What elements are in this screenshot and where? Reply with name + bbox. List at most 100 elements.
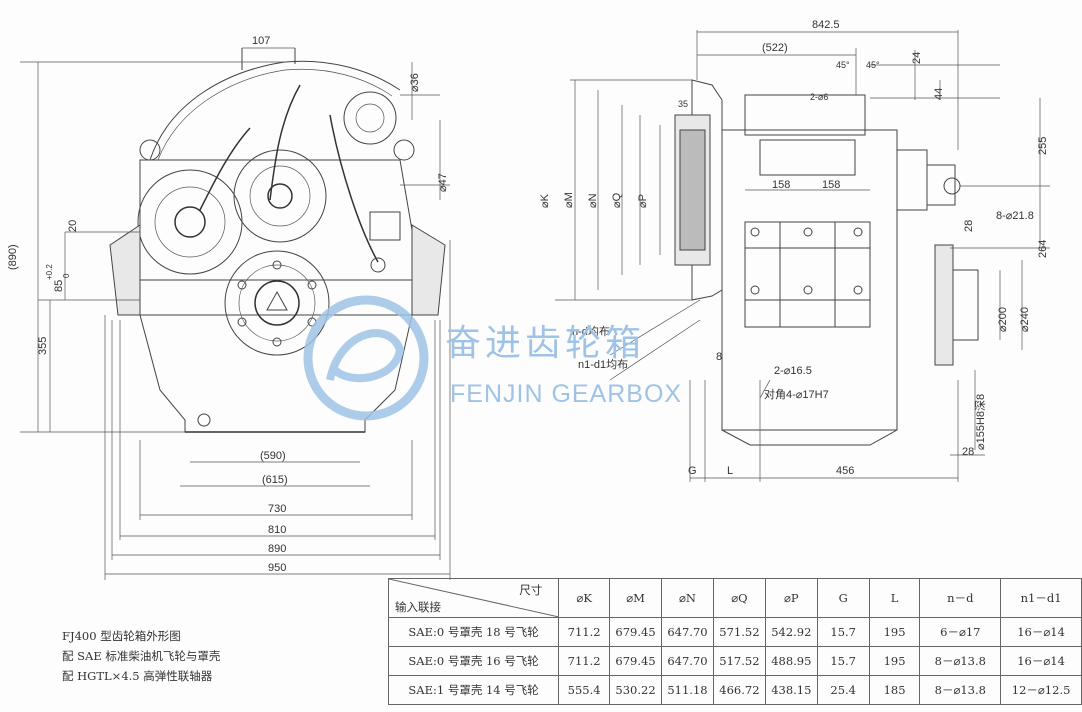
column-header: ⌀K <box>558 578 611 618</box>
dim-holes-2: 2-⌀16.5 <box>774 365 812 377</box>
dim-dia-200: ⌀200 <box>997 307 1009 332</box>
watermark: 奋进齿轮箱 FENJIN GEARBOX <box>303 295 682 421</box>
label-K: ⌀K <box>539 193 551 208</box>
column-header: ⌀P <box>764 578 818 618</box>
dim-angle-1: 45° <box>836 60 850 70</box>
caption-line-1: FJ400 型齿轮箱外形图 <box>62 629 181 643</box>
dim-8: 8 <box>716 351 722 363</box>
label-N: ⌀N <box>587 193 599 208</box>
table-cell: 195 <box>868 646 921 676</box>
table-cell: 6－⌀17 <box>919 617 1002 647</box>
row-label: SAE:1 号罩壳 14 号飞轮 <box>387 675 560 705</box>
dim-158-a: 158 <box>772 179 790 191</box>
table-cell: 555.4 <box>558 675 611 705</box>
dim-offset: 20 <box>67 220 79 232</box>
watermark-logo <box>303 295 429 421</box>
row-label: SAE:0 号罩壳 18 号飞轮 <box>387 617 560 647</box>
column-header: G <box>816 578 870 618</box>
dim-length-ref: (522) <box>762 42 788 54</box>
dim-shaft-center-tol-upper: +0.2 <box>45 264 54 280</box>
dim-holes-8: 8-⌀21.8 <box>996 210 1034 222</box>
side-view: 842.5 (522) 45° 45° 2-⌀6 24 44 255 35 15… <box>539 19 1050 482</box>
table-cell: 185 <box>868 675 921 705</box>
table-row: SAE:0 号罩壳 16 号飞轮 711.2 679.45 647.70 517… <box>387 646 1082 676</box>
label-Q: ⌀Q <box>611 192 623 208</box>
dim-24: 24 <box>911 52 923 64</box>
table-cell: 16－⌀14 <box>1000 646 1082 676</box>
watermark-brand-en: FENJIN GEARBOX <box>450 380 682 408</box>
table-cell: 438.15 <box>764 675 818 705</box>
table-cell: 8－⌀13.8 <box>919 675 1002 705</box>
table-cell: 8－⌀13.8 <box>919 646 1002 676</box>
table-cell: 517.52 <box>712 646 766 676</box>
table-cell: 488.95 <box>764 646 818 676</box>
table-cell: 647.70 <box>661 646 714 676</box>
drawing-caption: FJ400 型齿轮箱外形图 配 SAE 标准柴油机飞轮与罩壳 配 HGTL×4.… <box>62 626 220 686</box>
table-row: SAE:1 号罩壳 14 号飞轮 555.4 530.22 511.18 466… <box>387 675 1082 705</box>
table-cell: 647.70 <box>661 617 714 647</box>
header-diag-top: 尺寸 <box>519 583 543 597</box>
table-cell: 16－⌀14 <box>1000 617 1082 647</box>
caption-line-2: 配 SAE 标准柴油机飞轮与罩壳 <box>62 649 221 663</box>
column-header: ⌀M <box>609 578 663 618</box>
label-P: ⌀P <box>637 194 649 208</box>
table-cell: 542.92 <box>764 617 818 647</box>
caption-line-3: 配 HGTL×4.5 高弹性联轴器 <box>62 669 213 683</box>
table-cell: 571.52 <box>712 617 766 647</box>
dim-28-bottom: 28 <box>962 446 974 458</box>
dim-255: 255 <box>1037 137 1049 155</box>
dim-shaft-dia: ⌀36 <box>409 73 421 92</box>
dim-width-615: (615) <box>262 474 288 486</box>
table-cell: 711.2 <box>558 617 611 647</box>
table-cell: 466.72 <box>712 675 766 705</box>
column-header: L <box>868 578 921 618</box>
table-cell: 195 <box>868 617 921 647</box>
column-header: ⌀Q <box>712 578 766 618</box>
dim-angle-2: 45° <box>866 60 880 70</box>
dim-overall-length: 842.5 <box>812 19 840 31</box>
dim-G: G <box>688 465 697 477</box>
dim-shaft-center: 85 <box>53 280 65 292</box>
dim-28-top: 28 <box>963 220 975 232</box>
table-cell: 511.18 <box>661 675 714 705</box>
dim-264: 264 <box>1037 240 1049 258</box>
dim-dia-240: ⌀240 <box>1019 307 1031 332</box>
label-M: ⌀M <box>563 192 575 208</box>
column-header: n1－d1 <box>1000 578 1082 618</box>
table-cell: 15.7 <box>816 617 870 647</box>
watermark-brand-cn: 奋进齿轮箱 <box>445 323 645 364</box>
callout-n1d1: n1-d1均布 <box>578 358 628 371</box>
dim-width-950: 950 <box>268 562 286 574</box>
dim-35: 35 <box>678 99 688 109</box>
dim-shaft-center-tol-lower: 0 <box>62 273 71 278</box>
dim-top-width: 107 <box>252 35 270 47</box>
dim-flange-dia: ⌀47 <box>437 173 449 192</box>
table-row: SAE:0 号罩壳 18 号飞轮 711.2 679.45 647.70 571… <box>387 617 1082 647</box>
dim-width-810: 810 <box>268 524 286 536</box>
dim-width-890: 890 <box>268 543 286 555</box>
dim-overall-height: (890) <box>7 244 19 270</box>
table-cell: 530.22 <box>609 675 663 705</box>
table-header-row: 尺寸 输入联接 ⌀K ⌀M ⌀N ⌀Q ⌀P G L n－d n1－d1 <box>387 578 1082 618</box>
spec-table: 尺寸 输入联接 ⌀K ⌀M ⌀N ⌀Q ⌀P G L n－d n1－d1 SAE… <box>387 578 1082 705</box>
table-cell: 679.45 <box>609 646 663 676</box>
dim-hole-small: 2-⌀6 <box>810 92 828 102</box>
dim-456: 456 <box>836 465 854 477</box>
row-label: SAE:0 号罩壳 16 号飞轮 <box>387 646 560 676</box>
dim-width-730: 730 <box>268 503 286 515</box>
dim-158-b: 158 <box>822 179 840 191</box>
table-cell: 12－⌀12.5 <box>1000 675 1082 705</box>
front-view: 107 ⌀36 ⌀47 (890) 20 85 +0.2 0 355 (590)… <box>7 35 451 580</box>
dim-bore: ⌀155H8深8 <box>974 394 987 450</box>
column-header: ⌀N <box>661 578 714 618</box>
dim-width-590: (590) <box>260 450 286 462</box>
callout-nd: n-d均布 <box>572 325 610 338</box>
dim-lower-height: 355 <box>37 337 49 355</box>
table-cell: 25.4 <box>816 675 870 705</box>
header-diagonal-cell: 尺寸 输入联接 <box>387 578 560 618</box>
dim-44: 44 <box>933 88 945 100</box>
table-cell: 15.7 <box>816 646 870 676</box>
column-header: n－d <box>919 578 1002 618</box>
